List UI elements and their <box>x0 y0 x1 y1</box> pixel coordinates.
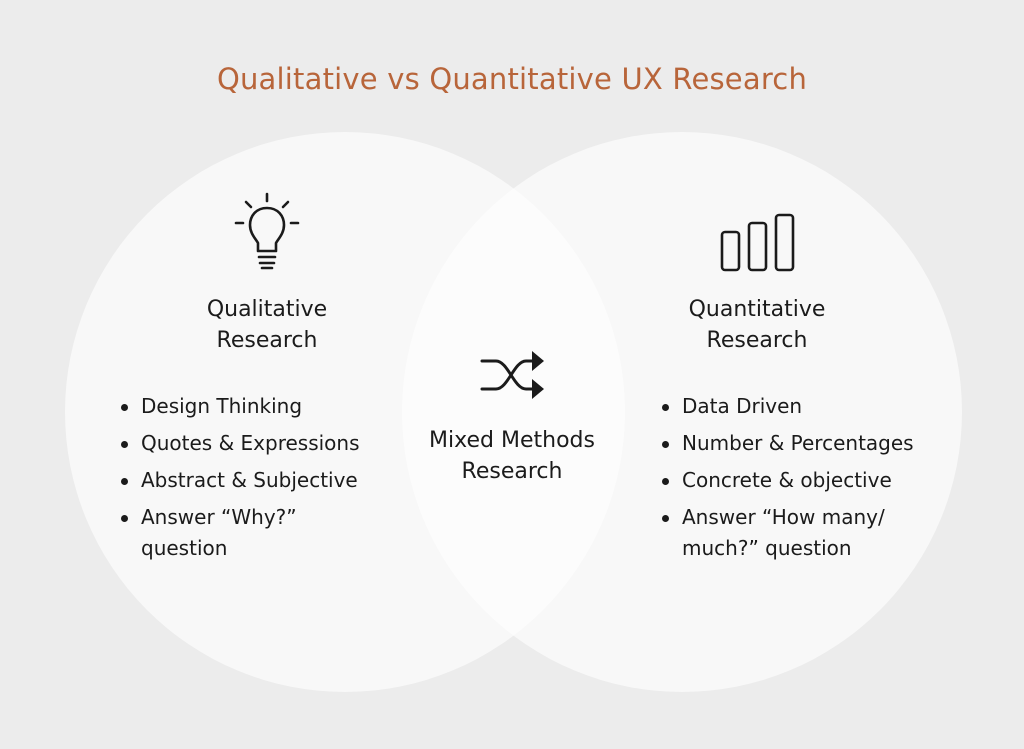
quantitative-heading-line2: Research <box>706 328 808 353</box>
quantitative-circle <box>402 132 962 692</box>
list-item: Abstract & Subjective <box>121 465 391 496</box>
mixed-heading-line2: Research <box>461 459 563 484</box>
shuffle-icon <box>480 351 544 399</box>
list-item: Answer “How many/ much?” question <box>662 502 952 564</box>
quantitative-list: Data Driven Number & Percentages Concret… <box>662 391 952 570</box>
qualitative-heading-line2: Research <box>216 328 318 353</box>
quantitative-heading-line1: Quantitative <box>688 297 826 322</box>
list-item: Data Driven <box>662 391 952 422</box>
list-item: Concrete & objective <box>662 465 952 496</box>
list-item: Answer “Why?” question <box>121 502 391 564</box>
list-item: Quotes & Expressions <box>121 428 391 459</box>
lightbulb-icon <box>234 192 300 270</box>
qualitative-heading-line1: Qualitative <box>206 297 328 322</box>
mixed-heading-line1: Mixed Methods <box>429 428 595 453</box>
bar-chart-icon <box>720 213 795 272</box>
qualitative-heading: Qualitative Research <box>147 294 387 356</box>
list-item: Design Thinking <box>121 391 391 422</box>
list-item: Number & Percentages <box>662 428 952 459</box>
quantitative-heading: Quantitative Research <box>637 294 877 356</box>
mixed-methods-heading: Mixed Methods Research <box>392 425 632 487</box>
qualitative-list: Design Thinking Quotes & Expressions Abs… <box>121 391 391 570</box>
page-title: Qualitative vs Quantitative UX Research <box>216 62 808 96</box>
